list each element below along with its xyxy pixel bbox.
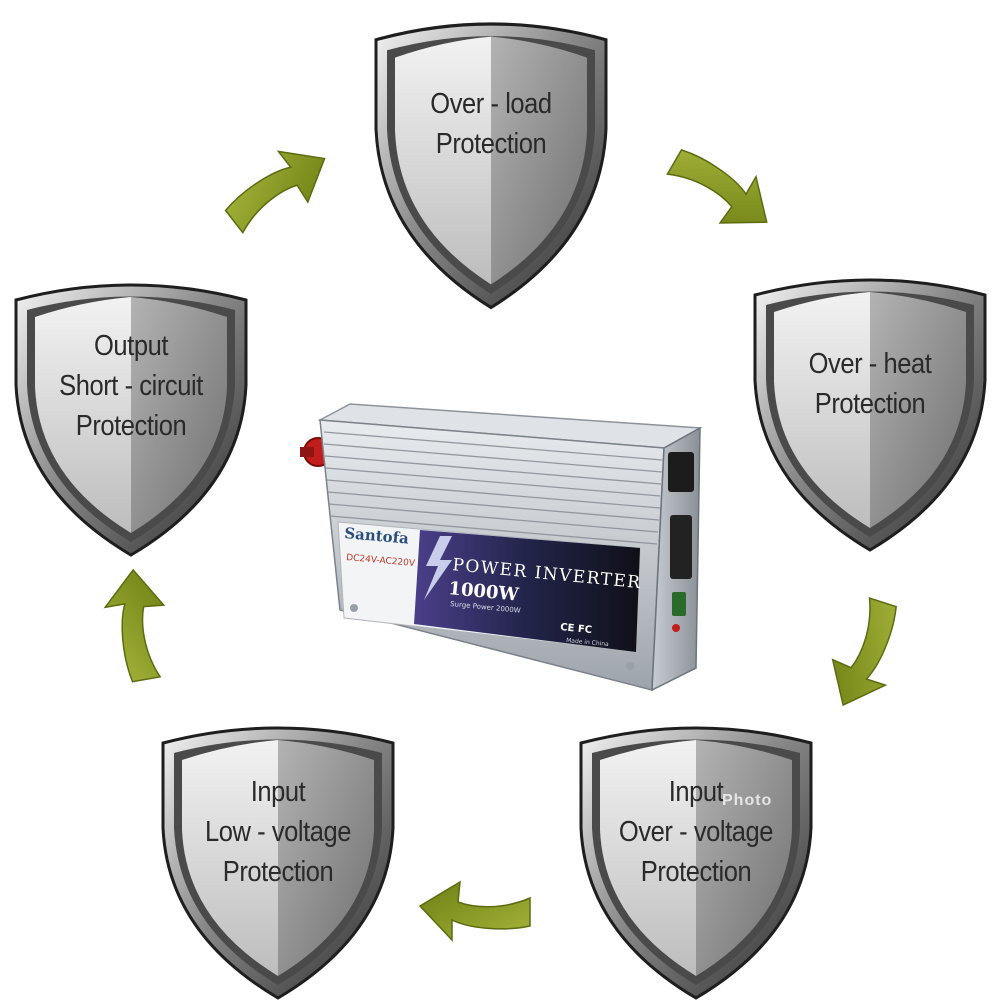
- inverter-brand: Santofa: [344, 524, 410, 548]
- arrow-overload-to-overheat: [658, 137, 785, 244]
- shield-shortcircuit-line-2: Short - circuit: [59, 370, 203, 402]
- shield-overvoltage-line-2: Over - voltage: [618, 816, 774, 848]
- shield-label-input-overvoltage: Input Over - voltage Protection: [608, 772, 784, 892]
- shield-label-input-lowvoltage: Input Low - voltage Protection: [190, 772, 366, 892]
- shield-lowvoltage-line-2: Low - voltage: [204, 816, 352, 848]
- shield-label-overheat: Over - heat Protection: [782, 344, 958, 424]
- heatsink-fins: [323, 431, 663, 545]
- shield-label-output-shortcircuit: Output Short - circuit Protection: [43, 326, 219, 446]
- shield-overvoltage-line-3: Protection: [640, 856, 752, 888]
- power-inverter: [300, 403, 703, 692]
- shield-overvoltage-line-1: Input: [668, 776, 724, 808]
- shield-overload-line-2: Protection: [435, 128, 547, 160]
- arrow-lowvoltage-to-output: [98, 564, 177, 685]
- arrow-output-to-overload: [216, 131, 341, 246]
- watermark-text: Photo: [722, 792, 773, 809]
- arrow-overheat-to-overvoltage: [819, 592, 911, 717]
- shield-overload-line-1: Over - load: [430, 88, 552, 120]
- shield-overload: [374, 22, 608, 310]
- shield-shortcircuit-line-1: Output: [94, 330, 168, 362]
- shield-label-overload: Over - load Protection: [403, 84, 579, 164]
- shield-shortcircuit-line-3: Protection: [75, 410, 187, 442]
- shield-overheat-line-1: Over - heat: [808, 348, 932, 380]
- shield-lowvoltage-line-1: Input: [250, 776, 306, 808]
- shield-overheat-line-2: Protection: [814, 388, 926, 420]
- arrow-overvoltage-to-lowvoltage: [419, 881, 531, 941]
- inverter-marks: CE FC: [560, 622, 593, 636]
- inverter-origin: Made in China: [566, 637, 610, 648]
- shield-lowvoltage-line-3: Protection: [222, 856, 334, 888]
